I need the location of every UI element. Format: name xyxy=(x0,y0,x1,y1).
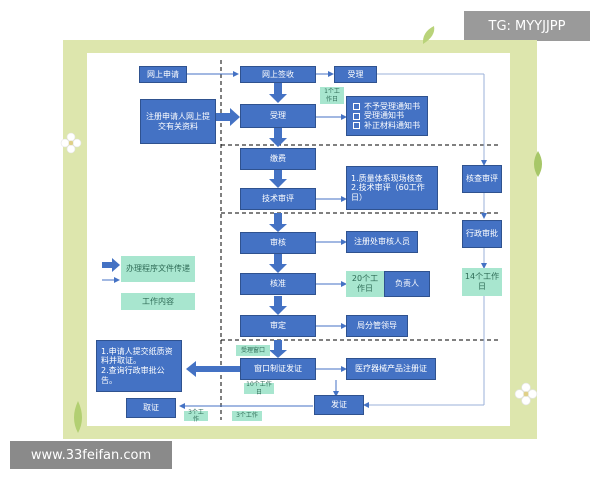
node-tech-note: 1.质量体系现场核查 2.技术审评（60工作日） xyxy=(346,166,438,210)
node-notices: 不予受理通知书 受理通知书 补正材料通知书 xyxy=(346,96,428,136)
node-register-submit: 注册申请人网上提交有关资料 xyxy=(140,99,216,144)
node-audit: 审核 xyxy=(240,232,316,254)
square-icon xyxy=(353,122,360,130)
flower-icon xyxy=(514,382,538,406)
tag-3-work-b: 3个工作 xyxy=(232,411,262,421)
node-online-sign: 网上签收 xyxy=(240,66,316,83)
tag-3-work-a: 3个工作 xyxy=(184,409,208,423)
node-fee: 缴费 xyxy=(240,148,316,170)
flower-icon xyxy=(60,132,82,154)
tag-10-days: 10个工作日 xyxy=(244,381,274,396)
watermark-bottom: www.33feifan.com xyxy=(10,441,172,469)
node-window-cert: 窗口制证发证 xyxy=(240,358,316,380)
legend-content: 工作内容 xyxy=(121,293,195,310)
node-approve: 核准 xyxy=(240,273,316,295)
notice-label: 补正材料通知书 xyxy=(364,120,420,130)
node-accept: 受理 xyxy=(334,66,377,83)
node-take-cert: 取证 xyxy=(126,398,176,418)
watermark-top: TG: MYYJJPP xyxy=(464,11,590,41)
notice-item: 不予受理通知书 xyxy=(353,102,420,112)
node-check-review: 核查审评 xyxy=(462,165,502,193)
legend-flow: 办理程序文件传递 xyxy=(121,256,195,282)
notice-item: 受理通知书 xyxy=(353,111,404,121)
node-decide: 审定 xyxy=(240,315,316,337)
node-issue-cert: 发证 xyxy=(314,395,364,415)
node-review: 受理 xyxy=(240,104,316,128)
node-bureau-leader: 局分管领导 xyxy=(346,315,408,337)
tag-14-days: 14个工作日 xyxy=(462,268,502,296)
leaf-icon xyxy=(422,26,435,44)
node-cert-name: 医疗器械产品注册证 xyxy=(346,358,436,380)
leaf-icon xyxy=(534,151,542,177)
tag-window: 受理窗口 xyxy=(236,345,270,356)
notice-label: 不予受理通知书 xyxy=(364,101,420,111)
tag-1-workday: 1个工作日 xyxy=(320,87,344,104)
tag-20-days: 20个工作日 xyxy=(346,271,384,297)
square-icon xyxy=(353,112,360,120)
node-audit-person: 注册处审核人员 xyxy=(346,231,418,253)
node-online-apply: 网上申请 xyxy=(139,66,187,83)
node-admin-approval: 行政审批 xyxy=(462,220,502,248)
notice-item: 补正材料通知书 xyxy=(353,121,420,131)
square-icon xyxy=(353,102,360,110)
notice-label: 受理通知书 xyxy=(364,111,404,121)
leaf-icon xyxy=(74,401,82,433)
node-tech-review: 技术审评 xyxy=(240,188,316,210)
node-responsible: 负责人 xyxy=(384,271,430,297)
node-applicant-note: 1.申请人提交纸质资料并取证。 2.查询行政审批公告。 xyxy=(96,340,182,392)
